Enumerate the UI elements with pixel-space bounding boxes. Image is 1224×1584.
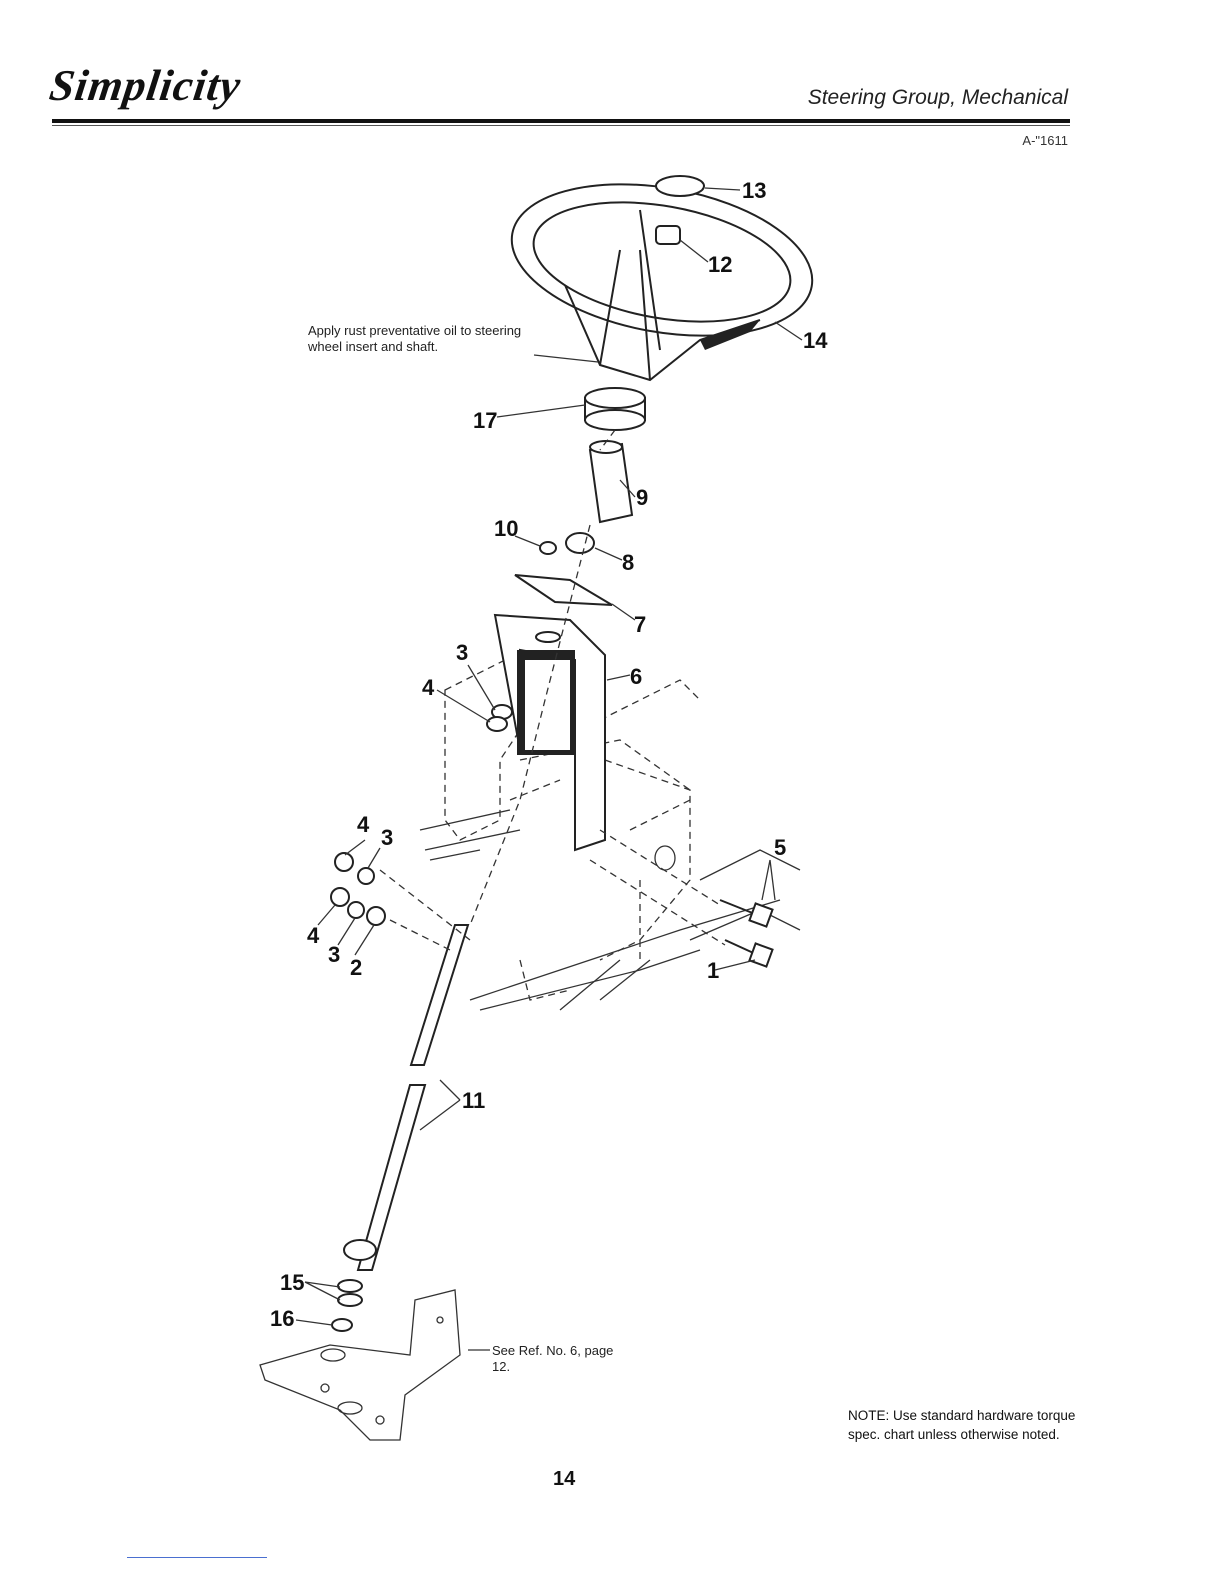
page-number: 14 <box>553 1468 575 1491</box>
callout-3: 3 <box>328 942 340 967</box>
leader-lines <box>296 188 802 1350</box>
footer-line <box>127 1557 267 1558</box>
callout-16: 16 <box>270 1306 294 1331</box>
callout-8: 8 <box>622 550 634 575</box>
callout-3: 3 <box>456 640 468 665</box>
callout-14: 14 <box>803 328 828 353</box>
callout-3: 3 <box>381 825 393 850</box>
tractor-frame <box>420 660 800 1010</box>
callout-17: 17 <box>473 408 497 433</box>
oil-annotation: Apply rust preventative oil to steering … <box>308 323 548 355</box>
callout-7: 7 <box>634 612 646 637</box>
callout-4: 4 <box>357 812 370 837</box>
column-parts <box>495 388 645 850</box>
callout-10: 10 <box>494 516 518 541</box>
callout-4: 4 <box>307 923 320 948</box>
callout-12: 12 <box>708 252 732 277</box>
callout-5: 5 <box>774 835 786 860</box>
callout-1: 1 <box>707 958 719 983</box>
callout-15: 15 <box>280 1270 304 1295</box>
reference-annotation: See Ref. No. 6, page 12. <box>492 1343 632 1375</box>
bolts <box>720 900 773 967</box>
steering-shaft <box>332 925 468 1331</box>
callout-6: 6 <box>630 664 642 689</box>
callout-9: 9 <box>636 485 648 510</box>
steering-wheel <box>500 163 824 380</box>
callout-13: 13 <box>742 178 766 203</box>
torque-note: NOTE: Use standard hardware torque spec.… <box>848 1406 1088 1444</box>
callout-2: 2 <box>350 955 362 980</box>
callout-4: 4 <box>422 675 435 700</box>
callout-11: 11 <box>462 1088 485 1113</box>
